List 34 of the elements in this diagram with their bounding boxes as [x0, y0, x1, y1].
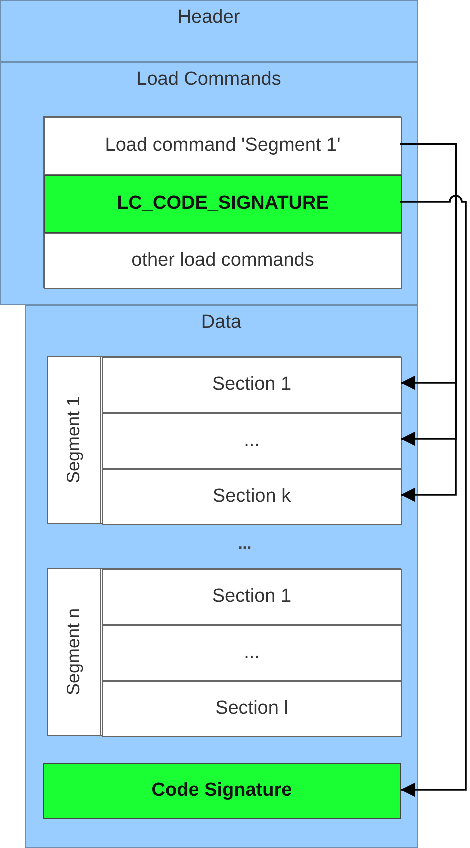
- band-title: Data: [200, 312, 243, 334]
- section-band: [0, 0, 418, 62]
- section-band: [25, 305, 418, 848]
- band-title: Load Commands: [136, 69, 282, 91]
- table-row: [102, 469, 402, 525]
- highlight-row: [44, 175, 402, 233]
- segment-box: [47, 356, 401, 524]
- row-label: LC_CODE_SIGNATURE: [116, 193, 330, 215]
- segment-box: [47, 568, 401, 736]
- highlight-row: [43, 763, 401, 819]
- row-label: ...: [243, 642, 261, 664]
- table-row: [102, 569, 402, 625]
- connector-arrow: [400, 143, 457, 502]
- row-label: Load command 'Segment 1': [104, 135, 342, 157]
- row-label: Code Signature: [150, 780, 294, 802]
- table-row: [44, 233, 402, 289]
- segment-label: Segment 1: [64, 396, 84, 484]
- table-row: [102, 413, 402, 469]
- table-row: [102, 357, 402, 413]
- connector-arrow: [400, 195, 467, 797]
- row-label: Section 1: [211, 586, 293, 608]
- row-label: ...: [243, 430, 261, 452]
- row-label: Section 1: [211, 374, 293, 396]
- band-title: Header: [176, 7, 242, 29]
- row-label: other load commands: [130, 250, 316, 272]
- ellipsis-label: ...: [238, 536, 252, 554]
- table-row: [44, 117, 402, 175]
- table-row: [102, 681, 402, 737]
- container-box: [43, 116, 401, 288]
- row-label: Section k: [212, 486, 292, 508]
- row-label: Section l: [214, 698, 290, 720]
- section-band: [0, 62, 418, 305]
- segment-label: Segment n: [64, 608, 84, 696]
- table-row: [102, 625, 402, 681]
